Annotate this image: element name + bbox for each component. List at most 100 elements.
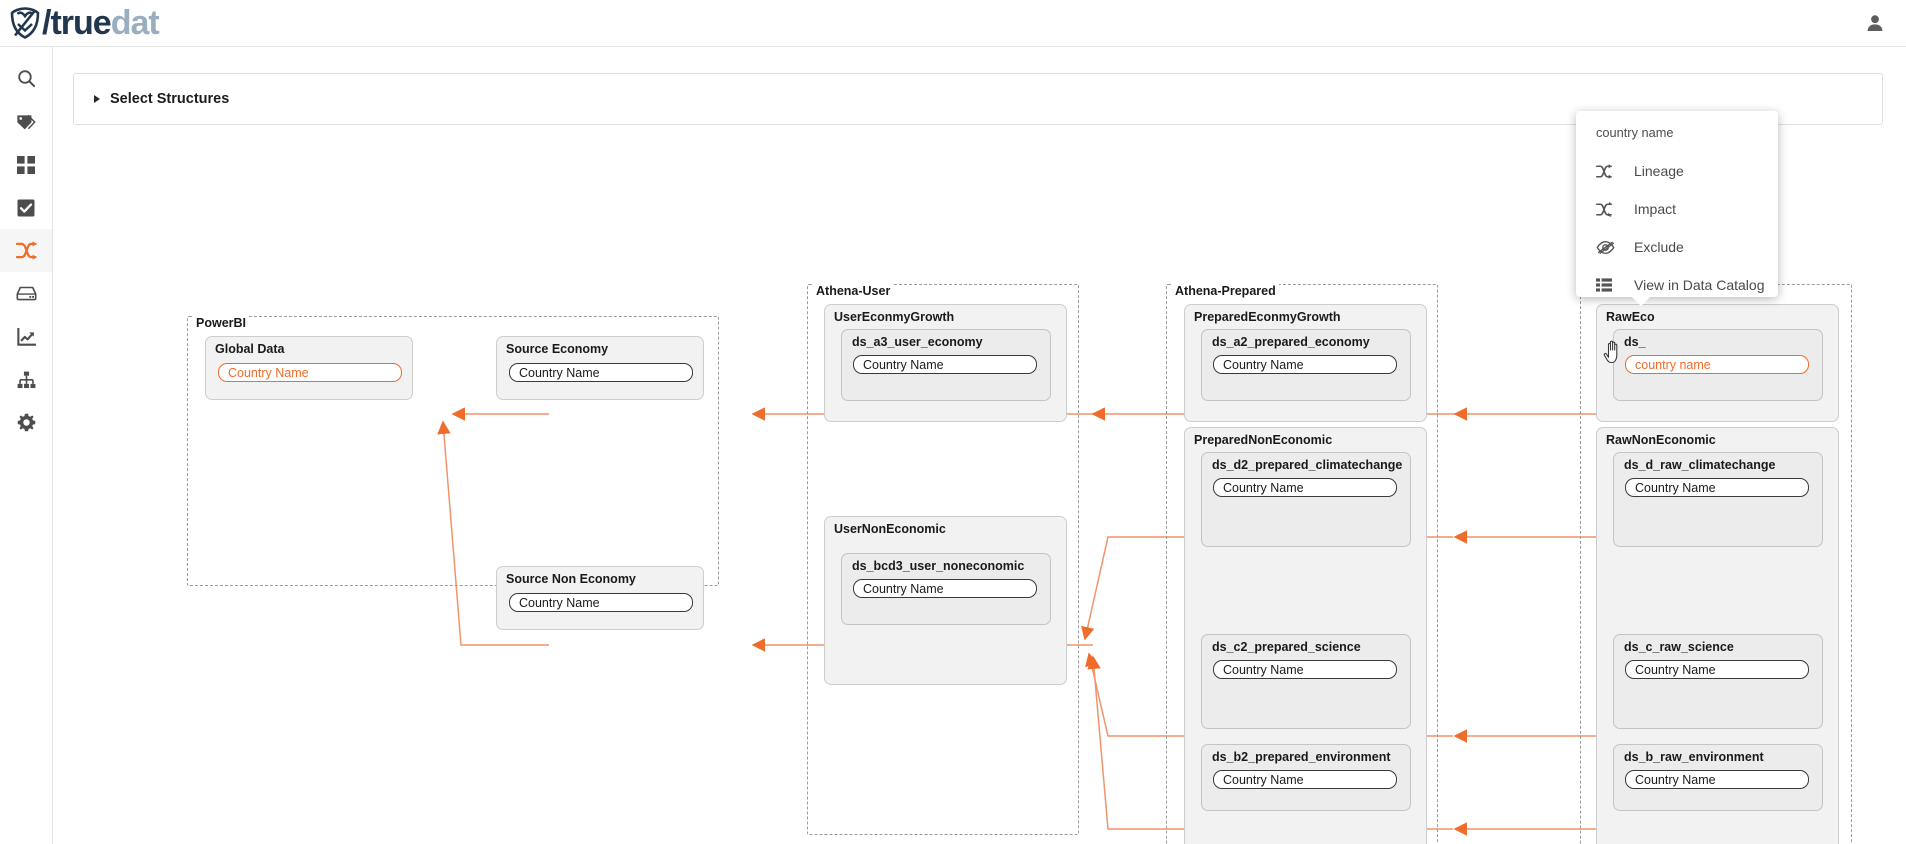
- list-icon: [1596, 278, 1618, 292]
- field-country-name-selected[interactable]: country name: [1625, 355, 1809, 374]
- context-menu[interactable]: country name Lineage Impact: [1576, 111, 1778, 306]
- context-menu-item-label: Lineage: [1634, 163, 1684, 179]
- subgroup-user-non-economic[interactable]: UserNonEconomic ds_bcd3_user_noneconomic…: [824, 516, 1067, 685]
- group-label: PowerBI: [194, 316, 250, 330]
- context-menu-item-exclude[interactable]: Exclude: [1576, 228, 1778, 266]
- context-menu-item-lineage[interactable]: Lineage: [1576, 152, 1778, 190]
- subgroup-source-non-economy[interactable]: Source Non Economy Country Name: [496, 566, 704, 630]
- subgroup-label: Source Non Economy: [506, 572, 636, 586]
- dataset-ds-a3-user-economy[interactable]: ds_a3_user_economy Country Name: [841, 329, 1051, 401]
- sidebar-item-settings[interactable]: [0, 401, 52, 444]
- dataset-label: ds_d_raw_climatechange: [1624, 458, 1776, 472]
- database-icon: [16, 286, 36, 301]
- tag-icon: [17, 114, 36, 130]
- mouse-cursor-pointer-icon: [1603, 340, 1618, 364]
- impact-icon: [1596, 201, 1618, 217]
- checkbox-icon: [17, 199, 35, 216]
- subgroup-prepared-non-economic[interactable]: PreparedNonEconomic ds_d2_prepared_clima…: [1184, 427, 1427, 844]
- context-menu-item-label: View in Data Catalog: [1634, 277, 1765, 293]
- subgroup-label: Source Economy: [506, 342, 609, 356]
- user-menu-button[interactable]: [1866, 14, 1906, 32]
- subgroup-label: UserNonEconomic: [834, 522, 946, 536]
- dataset-ds-b-raw-environment[interactable]: ds_b_raw_environment Country Name: [1613, 744, 1823, 811]
- dataset-ds-d-raw-climatechange[interactable]: ds_d_raw_climatechange Country Name: [1613, 452, 1823, 547]
- group-label: Athena-Prepared: [1173, 284, 1279, 298]
- lineage-icon: [1596, 163, 1618, 179]
- dataset-ds-c-raw-science[interactable]: ds_c_raw_science Country Name: [1613, 634, 1823, 729]
- select-structures-label: Select Structures: [110, 91, 230, 107]
- field-country-name[interactable]: Country Name: [1625, 660, 1809, 679]
- subgroup-source-economy[interactable]: Source Economy Country Name: [496, 336, 704, 400]
- subgroup-label: Global Data: [215, 342, 285, 356]
- sitemap-icon: [17, 371, 35, 388]
- lineage-graph[interactable]: PowerBI Global Data Country Name Source …: [53, 142, 1906, 844]
- subgroup-user-economy-growth[interactable]: UserEconmyGrowth ds_a3_user_economy Coun…: [824, 304, 1067, 422]
- truedat-shield-icon: [10, 7, 40, 39]
- dataset-label: ds_b_raw_environment: [1624, 750, 1764, 764]
- subgroup-label: PreparedNonEconomic: [1194, 433, 1333, 447]
- subgroup-raw-non-economic[interactable]: RawNonEconomic ds_d_raw_climatechange Co…: [1596, 427, 1839, 844]
- dataset-label: ds_a2_prepared_economy: [1212, 335, 1370, 349]
- field-country-name[interactable]: Country Name: [1625, 478, 1809, 497]
- context-menu-item-view-in-data-catalog[interactable]: View in Data Catalog: [1576, 266, 1778, 304]
- group-label: Athena-User: [814, 284, 894, 298]
- dataset-ds-a2-prepared-economy[interactable]: ds_a2_prepared_economy Country Name: [1201, 329, 1411, 401]
- subgroup-label: RawNonEconomic: [1606, 433, 1716, 447]
- grid-icon: [17, 155, 35, 174]
- sidebar-item-hierarchy[interactable]: [0, 358, 52, 401]
- field-country-name[interactable]: Country Name: [218, 363, 402, 382]
- sidebar-item-metrics[interactable]: [0, 315, 52, 358]
- context-menu-item-impact[interactable]: Impact: [1576, 190, 1778, 228]
- dataset-label: ds_: [1624, 335, 1646, 349]
- context-menu-item-label: Exclude: [1634, 239, 1684, 255]
- sidebar-item-data-sources[interactable]: [0, 272, 52, 315]
- user-account-icon: [1867, 15, 1883, 31]
- lineage-icon: [15, 241, 37, 260]
- caret-right-icon: [94, 95, 100, 103]
- brand-dat: dat: [110, 4, 160, 42]
- group-athena-user[interactable]: Athena-User: [807, 284, 1079, 835]
- gear-icon: [17, 413, 35, 432]
- field-country-name[interactable]: Country Name: [509, 593, 693, 612]
- field-country-name[interactable]: Country Name: [1213, 660, 1397, 679]
- field-country-name[interactable]: Country Name: [853, 579, 1037, 598]
- dataset-label: ds_a3_user_economy: [852, 335, 983, 349]
- dataset-label: ds_d2_prepared_climatechange: [1212, 458, 1403, 472]
- dataset-ds-bcd3-user-noneconomic[interactable]: ds_bcd3_user_noneconomic Country Name: [841, 553, 1051, 625]
- context-menu-title: country name: [1596, 125, 1674, 140]
- sidebar-item-glossary[interactable]: [0, 100, 52, 143]
- search-icon: [17, 70, 35, 88]
- sidebar-item-search[interactable]: [0, 57, 52, 100]
- dataset-ds-c2-prepared-science[interactable]: ds_c2_prepared_science Country Name: [1201, 634, 1411, 729]
- left-nav-rail: [0, 47, 53, 844]
- brand-text: /truedat: [42, 4, 160, 42]
- subgroup-label: UserEconmyGrowth: [834, 310, 955, 324]
- brand-logo[interactable]: /truedat: [0, 0, 160, 46]
- field-country-name[interactable]: Country Name: [509, 363, 693, 382]
- sidebar-item-quality[interactable]: [0, 186, 52, 229]
- dataset-ds-b2-prepared-environment[interactable]: ds_b2_prepared_environment Country Name: [1201, 744, 1411, 811]
- sidebar-item-lineage[interactable]: [0, 229, 52, 272]
- top-bar: /truedat: [0, 0, 1906, 47]
- dataset-ds-a-raw-economy[interactable]: ds_ country name: [1613, 329, 1823, 401]
- subgroup-label: RawEco: [1606, 310, 1655, 324]
- group-powerbi[interactable]: PowerBI: [187, 316, 719, 586]
- subgroup-prepared-economy-growth[interactable]: PreparedEconmyGrowth ds_a2_prepared_econ…: [1184, 304, 1427, 422]
- sidebar-item-dashboard[interactable]: [0, 143, 52, 186]
- eye-slash-icon: [1596, 240, 1618, 255]
- dataset-label: ds_b2_prepared_environment: [1212, 750, 1391, 764]
- subgroup-raw-economy-growth[interactable]: RawEco ds_ country name: [1596, 304, 1839, 422]
- context-menu-item-label: Impact: [1634, 201, 1677, 217]
- dataset-label: ds_c2_prepared_science: [1212, 640, 1361, 654]
- field-country-name[interactable]: Country Name: [1213, 770, 1397, 789]
- field-country-name[interactable]: Country Name: [853, 355, 1037, 374]
- brand-true: true: [50, 4, 111, 42]
- dataset-label: ds_c_raw_science: [1624, 640, 1734, 654]
- field-country-name[interactable]: Country Name: [1213, 478, 1397, 497]
- field-country-name[interactable]: Country Name: [1625, 770, 1809, 789]
- field-country-name[interactable]: Country Name: [1213, 355, 1397, 374]
- group-athena-prepared[interactable]: Athena-Prepared: [1166, 284, 1438, 844]
- chart-line-icon: [16, 327, 36, 346]
- dataset-ds-d2-prepared-climatechange[interactable]: ds_d2_prepared_climatechange Country Nam…: [1201, 452, 1411, 547]
- subgroup-global-data[interactable]: Global Data Country Name: [205, 336, 413, 400]
